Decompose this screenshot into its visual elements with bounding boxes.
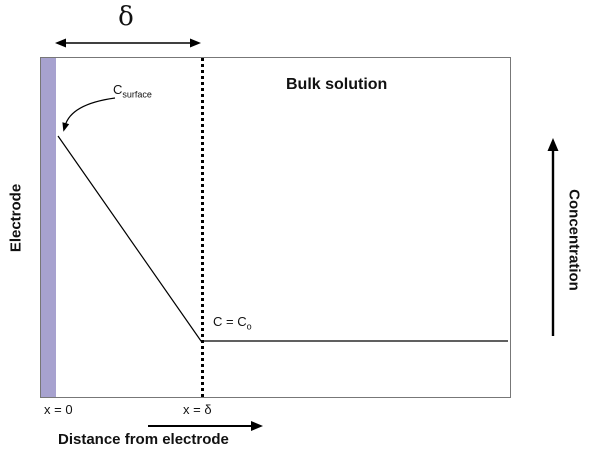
diffusion-layer-boundary-line	[201, 58, 204, 397]
electrode-axis-label: Electrode	[7, 183, 25, 253]
distance-axis-arrow-icon	[148, 421, 263, 431]
concentration-axis-label: Concentration	[565, 189, 583, 291]
concentration-profile-line	[57, 135, 508, 342]
concentration-axis-arrow-icon	[547, 138, 559, 336]
delta-label: δ	[118, 2, 134, 32]
plot-area: Bulk solution Csurface C = Co	[40, 57, 511, 398]
delta-range-double-arrow-icon	[55, 38, 201, 48]
c-surface-label: Csurface	[113, 82, 152, 100]
electrode-bar	[41, 58, 56, 397]
c-surface-pointer-arrow-icon	[62, 97, 116, 132]
c-equals-co-label: C = Co	[213, 314, 252, 332]
distance-axis-label: Distance from electrode	[58, 431, 229, 448]
bulk-solution-label: Bulk solution	[286, 76, 388, 93]
concentration-profile-graphic	[57, 97, 508, 342]
x-zero-tick-label: x = 0	[44, 402, 73, 417]
x-delta-tick-label: x = δ	[183, 402, 212, 417]
